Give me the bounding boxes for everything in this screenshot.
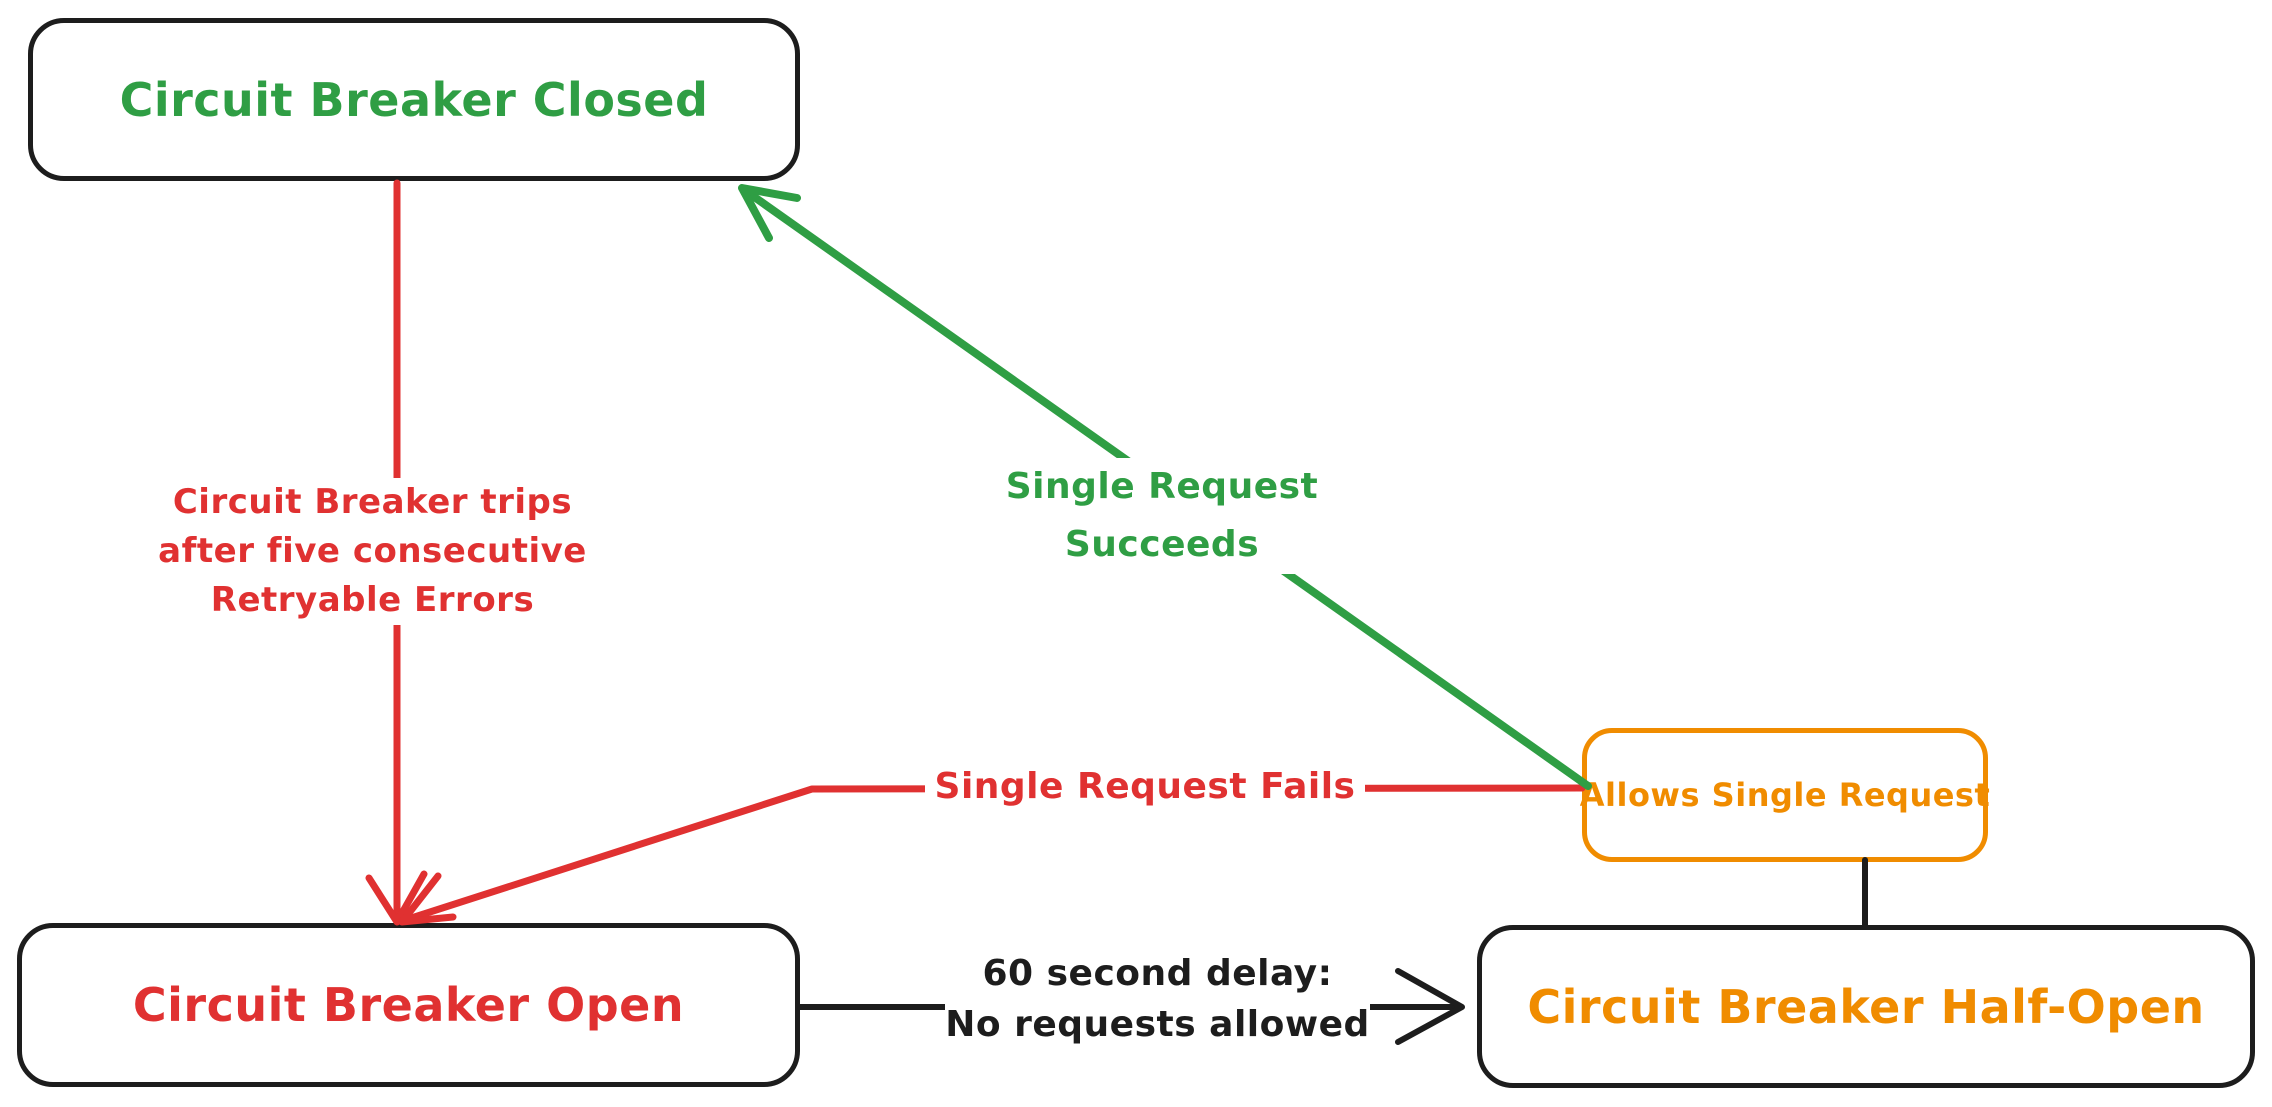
node-circuit-breaker-closed: Circuit Breaker Closed: [28, 18, 800, 181]
node-circuit-breaker-open: Circuit Breaker Open: [17, 923, 800, 1087]
node-circuit-breaker-half-open: Circuit Breaker Half-Open: [1477, 925, 2255, 1088]
edge-label-single-request-fails: Single Request Fails: [925, 760, 1365, 814]
edge-label-trips: Circuit Breaker trips after five consecu…: [150, 478, 595, 625]
edge-label-single-request-succeeds: Single Request Succeeds: [912, 458, 1412, 574]
node-allows-single-request: Allows Single Request: [1580, 728, 1990, 862]
edge-label-delay: 60 second delay: No requests allowed: [945, 948, 1370, 1050]
